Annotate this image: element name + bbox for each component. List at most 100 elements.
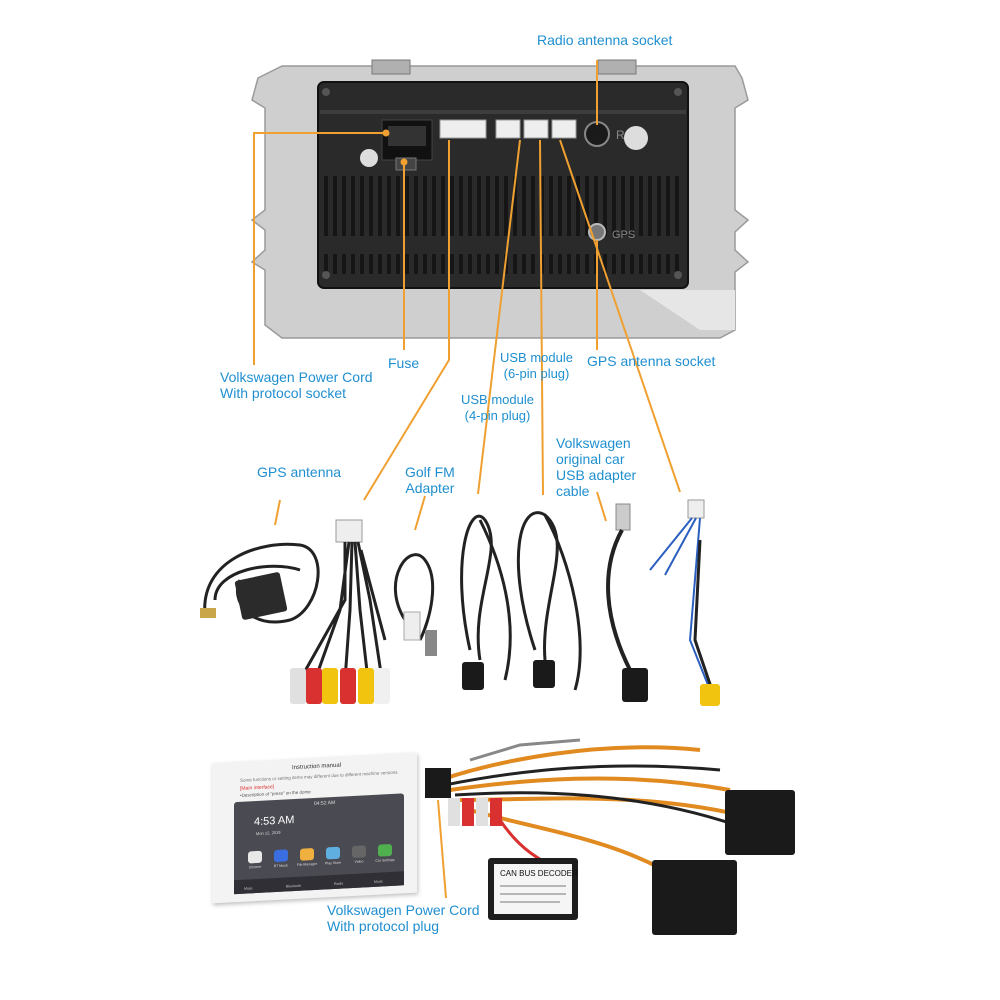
fin	[378, 176, 382, 236]
camera-cable	[649, 499, 720, 706]
gps-marking: GPS	[612, 229, 635, 241]
golf-fm-adapter	[393, 553, 437, 656]
bottom-item: Bluetooth	[286, 883, 301, 889]
leader-lines	[253, 60, 681, 899]
fin	[549, 176, 553, 236]
fin	[594, 176, 598, 236]
vw-usb-adapter-cable	[606, 503, 648, 702]
fin	[450, 254, 454, 274]
label-line: (6-pin plug)	[503, 366, 570, 381]
fin	[459, 176, 463, 236]
fin	[405, 254, 409, 274]
fin	[513, 176, 517, 236]
screen-date: Mon 12, 2019	[256, 829, 281, 837]
fin	[369, 176, 373, 236]
usb-connector-4pin	[495, 119, 521, 139]
fin	[414, 254, 418, 274]
fin	[468, 176, 472, 236]
fin	[342, 176, 346, 236]
fin	[666, 254, 670, 274]
fin	[369, 254, 373, 274]
fin	[612, 176, 616, 236]
fin	[504, 176, 508, 236]
label-power-cord-plug: Volkswagen Power Cord With protocol plug	[327, 902, 480, 934]
label-line: With protocol socket	[220, 385, 347, 401]
fin	[666, 176, 670, 236]
usb-connector-vw	[551, 119, 577, 139]
play-store-icon	[326, 846, 340, 860]
label-line: Adapter	[405, 480, 455, 496]
fin	[360, 176, 364, 236]
white-connector-1	[439, 119, 487, 139]
fin	[621, 254, 625, 274]
fin	[423, 254, 427, 274]
label-power-cord-socket: Volkswagen Power Cord With protocol sock…	[220, 369, 373, 401]
instruction-manual: Instruction manual Some functions or set…	[212, 752, 417, 904]
fin	[522, 254, 526, 274]
fin	[324, 254, 328, 274]
fin	[495, 176, 499, 236]
rca-harness	[290, 519, 390, 704]
screen-status: 04:52 AM	[314, 799, 336, 808]
fin	[657, 176, 661, 236]
label-vw-usb-adapter: Volkswagen original car USB adapter cabl…	[556, 435, 636, 499]
label-line: USB module	[500, 350, 573, 365]
screen-clock: 4:53 AM	[254, 814, 295, 829]
fin	[621, 176, 625, 236]
fin	[630, 254, 634, 274]
label-line: Volkswagen Power Cord	[220, 369, 373, 385]
app-label: Play Store	[324, 860, 342, 866]
label-line: USB adapter	[556, 467, 637, 483]
fin	[531, 254, 535, 274]
power-harness	[425, 738, 795, 935]
label-gps-antenna: GPS antenna	[257, 464, 342, 480]
fin	[513, 254, 517, 274]
label-line: Volkswagen	[556, 435, 631, 451]
fin	[675, 254, 679, 274]
fin	[522, 176, 526, 236]
fin	[360, 254, 364, 274]
fin	[477, 176, 481, 236]
fin	[585, 254, 589, 274]
car-settings-icon	[378, 843, 392, 857]
can-bus-decoder: CAN BUS DECODER	[488, 858, 578, 920]
fin	[567, 254, 571, 274]
usb-module-6pin	[516, 511, 582, 691]
fin	[396, 176, 400, 236]
label-golf-fm: Golf FM Adapter	[405, 464, 455, 496]
app-label: Car Settings	[375, 857, 395, 863]
fin	[396, 254, 400, 274]
radio-antenna-jack	[584, 121, 610, 147]
fin	[639, 176, 643, 236]
fin	[387, 254, 391, 274]
fin	[558, 254, 562, 274]
fin	[540, 176, 544, 236]
label-line: cable	[556, 483, 590, 499]
fin	[495, 254, 499, 274]
fin	[324, 176, 328, 236]
fin	[450, 176, 454, 236]
fin	[459, 254, 463, 274]
fin	[387, 176, 391, 236]
fin	[441, 176, 445, 236]
fin	[351, 176, 355, 236]
chrome-icon	[248, 850, 262, 864]
fin	[486, 254, 490, 274]
bottom-item: Music	[374, 879, 384, 884]
video-icon	[352, 845, 366, 859]
label-gps-antenna-socket: GPS antenna socket	[587, 353, 716, 369]
usb-module-4pin	[460, 514, 512, 690]
fin	[630, 176, 634, 236]
fin	[405, 176, 409, 236]
label-line: original car	[556, 451, 625, 467]
fin	[468, 254, 472, 274]
fin	[432, 176, 436, 236]
fin	[657, 254, 661, 274]
label-radio-antenna-socket: Radio antenna socket	[537, 32, 673, 48]
bt-music-icon	[274, 849, 288, 863]
app-label: Chrome	[248, 864, 262, 870]
label-line: (4-pin plug)	[464, 408, 531, 423]
fin	[486, 176, 490, 236]
fin	[549, 254, 553, 274]
